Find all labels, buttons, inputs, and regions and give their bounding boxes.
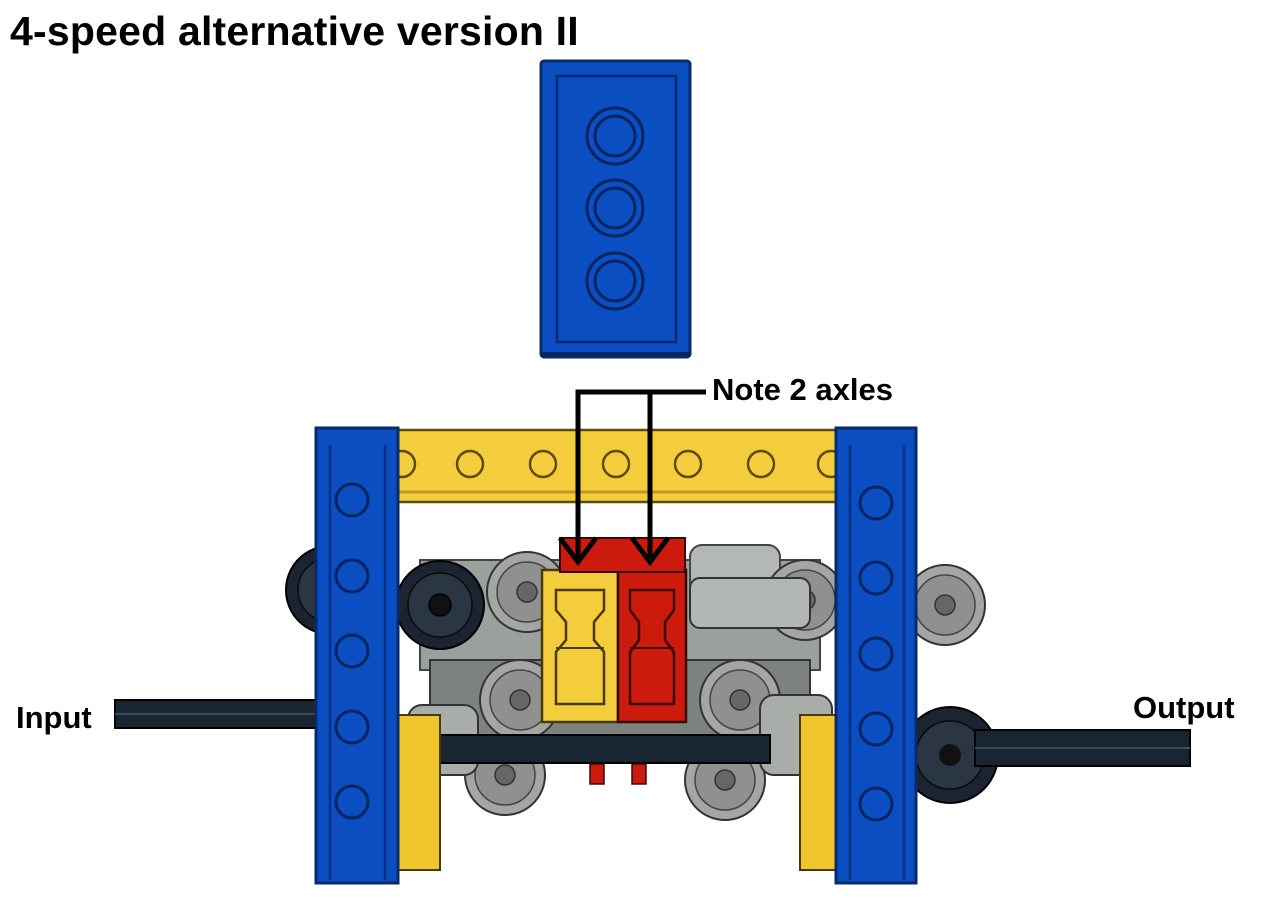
yellow-beam	[385, 428, 849, 504]
output-label: Output	[1133, 690, 1235, 725]
axles	[114, 699, 1191, 767]
coupler-yellow	[540, 568, 620, 724]
blue-beam-left	[314, 426, 400, 885]
note-arrows	[558, 389, 706, 567]
input-label: Input	[16, 700, 92, 735]
diagram-title: 4-speed alternative version II	[10, 8, 579, 54]
blue-plate-top	[539, 59, 692, 359]
blue-beam-right	[834, 426, 918, 885]
note-axles-label: Note 2 axles	[712, 372, 893, 407]
